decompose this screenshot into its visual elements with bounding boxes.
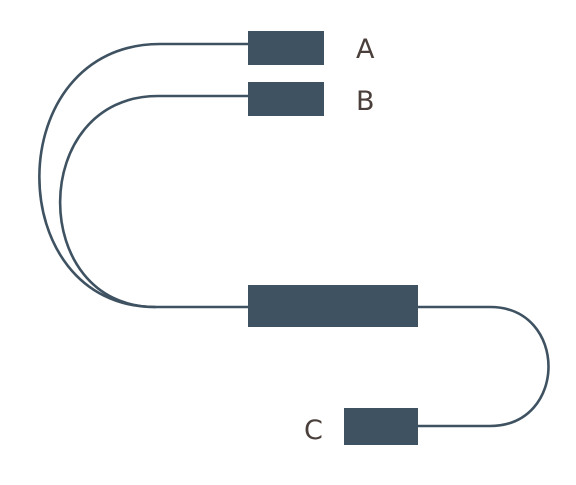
label-b: B — [356, 86, 375, 117]
connector-block-b — [248, 82, 324, 116]
connector-block-a — [248, 31, 324, 65]
label-a: A — [356, 34, 375, 65]
label-c: C — [304, 415, 323, 446]
wire-junction-to-c — [414, 305, 550, 428]
junction-block — [248, 285, 418, 327]
wire-a-to-junction — [38, 42, 252, 309]
connector-block-c — [344, 408, 418, 445]
wire-b-to-junction — [58, 94, 252, 309]
